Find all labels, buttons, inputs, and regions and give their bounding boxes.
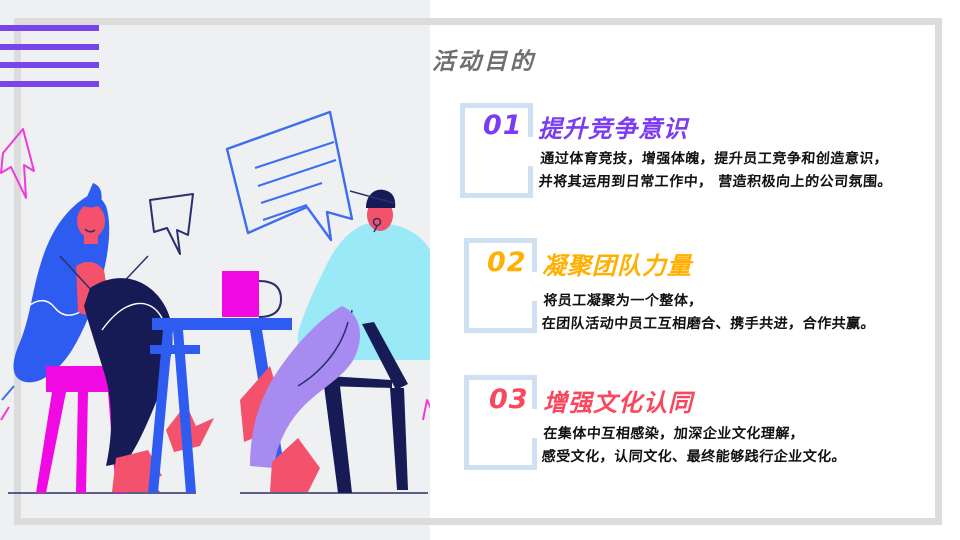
decor-square	[464, 238, 537, 333]
section-number: 02	[487, 247, 527, 278]
hair-icon	[83, 183, 102, 208]
tick-decor-icon	[1, 385, 15, 401]
coffee-mug-icon	[222, 271, 282, 318]
section-title: 凝聚团队力量	[542, 252, 692, 280]
slide-border-frame	[14, 18, 942, 525]
stripes-decor-icon	[0, 25, 99, 31]
person-right-icon	[240, 189, 430, 493]
section-body: 在集体中互相感染，加深企业文化理解， 感受文化，认同文化、最终能够践行企业文化。	[541, 426, 847, 465]
section-body: 通过体育竞技，增强体魄，提升员工竞争和创造意识， 并将其运用到日常工作中， 营造…	[538, 151, 893, 190]
headset-icon	[372, 217, 382, 227]
section-number: 03	[489, 384, 529, 415]
decor-square	[464, 375, 537, 470]
shoe	[270, 438, 320, 492]
table-icon	[148, 318, 292, 493]
smile	[84, 228, 96, 233]
tick-decor-icon	[0, 406, 10, 421]
chair-magenta-icon	[36, 392, 66, 493]
person-left-icon	[13, 183, 214, 493]
stripes-decor-icon	[0, 81, 99, 87]
stripes-decor-icon	[0, 62, 99, 68]
team-meeting-illustration	[0, 110, 430, 494]
head	[77, 204, 105, 238]
speech-bubble-small-icon	[149, 193, 194, 255]
page-title: 活动目的	[432, 49, 536, 75]
cap-brim	[349, 190, 395, 204]
chair-magenta-icon	[76, 392, 88, 493]
decor-square	[460, 103, 533, 198]
section-body: 将员工凝聚为一个整体， 在团队活动中员工互相磨合、携手共进，合作共赢。	[541, 293, 876, 332]
stripes-decor-icon	[0, 44, 99, 50]
legs	[250, 306, 361, 468]
flag-arrow-icon	[0, 128, 35, 199]
section-number: 01	[483, 110, 523, 141]
chair-navy-icon	[324, 322, 408, 493]
section-title: 增强文化认同	[543, 389, 693, 417]
speech-bubble-large-icon	[225, 110, 354, 242]
arrow-decor-icon	[422, 399, 430, 421]
section-title: 提升竞争意识	[538, 115, 688, 143]
